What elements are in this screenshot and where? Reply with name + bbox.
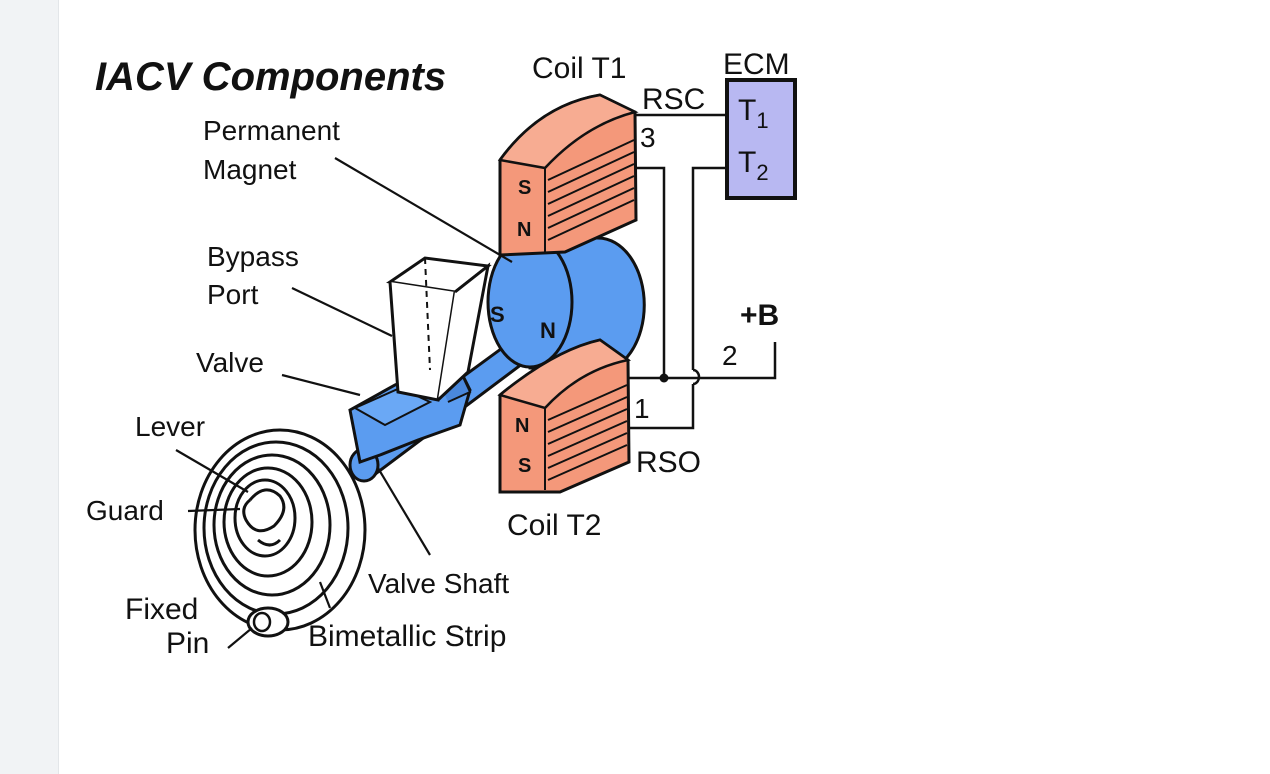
label-terminal-1: 1 bbox=[634, 393, 650, 424]
coil-t1-pole-s: S bbox=[518, 177, 531, 199]
label-ecm: ECM bbox=[723, 48, 790, 81]
label-terminal-3: 3 bbox=[640, 122, 656, 153]
coil-t1: S N bbox=[497, 93, 639, 257]
coil-t2-pole-n: N bbox=[515, 415, 529, 437]
ecm-terminal-t2-sub: 2 bbox=[756, 160, 768, 185]
fixed-pin-icon bbox=[246, 606, 290, 638]
wiring bbox=[628, 113, 777, 430]
label-rso: RSO bbox=[636, 446, 701, 479]
label-permanent-magnet-2: Magnet bbox=[203, 154, 297, 185]
label-fixed-pin-2: Pin bbox=[166, 627, 209, 660]
svg-text:T2: T2 bbox=[738, 146, 769, 185]
coil-t1-pole-n: N bbox=[517, 219, 531, 241]
ecm-terminal-t1-sub: 1 bbox=[756, 108, 768, 133]
label-coil-t2: Coil T2 bbox=[507, 509, 601, 542]
label-rsc: RSC bbox=[642, 83, 705, 116]
label-terminal-2: 2 bbox=[722, 340, 738, 371]
label-bypass-port-1: Bypass bbox=[207, 241, 299, 272]
magnet-s-pole: S bbox=[490, 302, 505, 327]
left-rail bbox=[0, 0, 59, 774]
permanent-magnet: S N bbox=[486, 233, 646, 374]
coil-t2: N S bbox=[497, 338, 632, 494]
label-valve: Valve bbox=[196, 347, 264, 378]
bypass-port bbox=[386, 256, 492, 402]
ecm-terminal-t1: T bbox=[738, 94, 756, 127]
diagram-title: IACV Components bbox=[95, 55, 446, 99]
svg-text:T1: T1 bbox=[738, 94, 769, 133]
label-bimetallic-strip: Bimetallic Strip bbox=[308, 620, 506, 653]
label-plus-b: +B bbox=[740, 299, 779, 332]
wiring-junction bbox=[659, 373, 669, 383]
label-lever: Lever bbox=[135, 411, 205, 442]
label-coil-t1: Coil T1 bbox=[532, 52, 626, 85]
label-fixed-pin-1: Fixed bbox=[125, 593, 198, 626]
label-valve-shaft: Valve Shaft bbox=[368, 568, 509, 599]
ecm-terminal-t2: T bbox=[738, 146, 756, 179]
label-guard: Guard bbox=[86, 495, 164, 526]
magnet-n-pole: N bbox=[540, 318, 556, 343]
ecm-box: T1 T2 bbox=[725, 78, 797, 200]
diagram-labels: Coil T1 ECM RSC 3 Permanent Magnet Bypas… bbox=[86, 48, 790, 660]
label-permanent-magnet-1: Permanent bbox=[203, 115, 340, 146]
label-bypass-port-2: Port bbox=[207, 279, 259, 310]
leader-lines bbox=[175, 157, 513, 649]
bimetallic-coil-assembly bbox=[193, 428, 367, 632]
coil-t2-pole-s: S bbox=[518, 455, 531, 477]
